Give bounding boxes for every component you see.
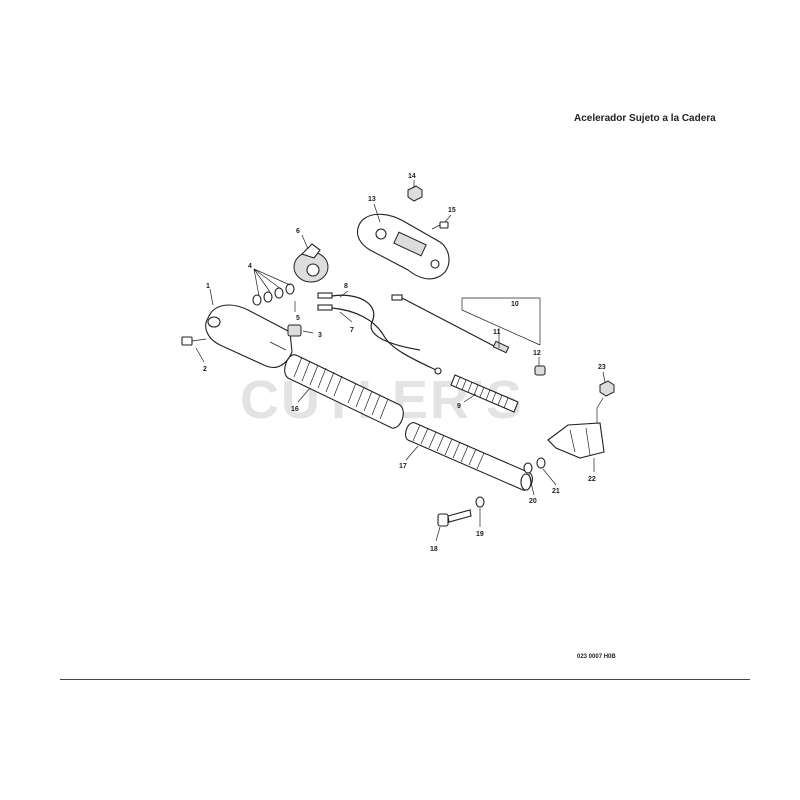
callout-19: 19 bbox=[476, 531, 484, 538]
callout-6: 6 bbox=[296, 228, 300, 235]
callout-9: 9 bbox=[457, 403, 461, 410]
callout-17: 17 bbox=[399, 463, 407, 470]
divider bbox=[60, 679, 750, 680]
part-3-block bbox=[287, 324, 302, 337]
part-7-cable bbox=[317, 304, 442, 375]
part-17-tube bbox=[405, 422, 533, 491]
callout-16: 16 bbox=[291, 406, 299, 413]
callout-7: 7 bbox=[350, 327, 354, 334]
part-9-spring bbox=[450, 374, 519, 413]
part-21-washer bbox=[536, 457, 546, 469]
part-16-corrugated-sleeve bbox=[284, 354, 404, 429]
part-15-screw bbox=[431, 221, 449, 230]
callout-15: 15 bbox=[448, 207, 456, 214]
drawing-code: 023 0007 H0B bbox=[577, 654, 616, 660]
part-6-throttle-lever bbox=[293, 243, 329, 283]
callout-22: 22 bbox=[588, 476, 596, 483]
callout-18: 18 bbox=[430, 546, 438, 553]
callout-1: 1 bbox=[206, 283, 210, 290]
diagram-title: Acelerador Sujeto a la Cadera bbox=[574, 113, 716, 124]
callout-labels: 1 2 3 4 5 6 7 8 9 10 11 12 13 14 15 16 1… bbox=[203, 173, 606, 553]
part-12-sleeve bbox=[534, 365, 546, 376]
part-8-cable bbox=[317, 292, 421, 351]
part-23-nut bbox=[599, 380, 615, 397]
part-1-handle-housing bbox=[205, 304, 293, 369]
callout-2: 2 bbox=[203, 366, 207, 373]
callout-4: 4 bbox=[248, 263, 252, 270]
part-20-washer bbox=[523, 462, 533, 474]
part-10-stop-cable bbox=[391, 294, 510, 354]
callout-8: 8 bbox=[344, 283, 348, 290]
callout-21: 21 bbox=[552, 488, 560, 495]
part-18-bolt bbox=[437, 509, 472, 527]
callout-5: 5 bbox=[296, 315, 300, 322]
part-14-nut bbox=[407, 185, 423, 202]
part-13-housing-half bbox=[356, 213, 450, 280]
callout-10: 10 bbox=[511, 301, 519, 308]
callout-11: 11 bbox=[493, 329, 501, 336]
part-5-washers bbox=[252, 283, 295, 306]
part-22-bracket bbox=[547, 422, 605, 459]
part-2-screw bbox=[181, 336, 207, 346]
callout-20: 20 bbox=[529, 498, 537, 505]
callout-13: 13 bbox=[368, 196, 376, 203]
leader-lines bbox=[195, 180, 606, 542]
callout-14: 14 bbox=[408, 173, 416, 180]
callout-12: 12 bbox=[533, 350, 541, 357]
callout-3: 3 bbox=[318, 332, 322, 339]
callout-23: 23 bbox=[598, 364, 606, 371]
part-19-washer bbox=[475, 496, 485, 508]
